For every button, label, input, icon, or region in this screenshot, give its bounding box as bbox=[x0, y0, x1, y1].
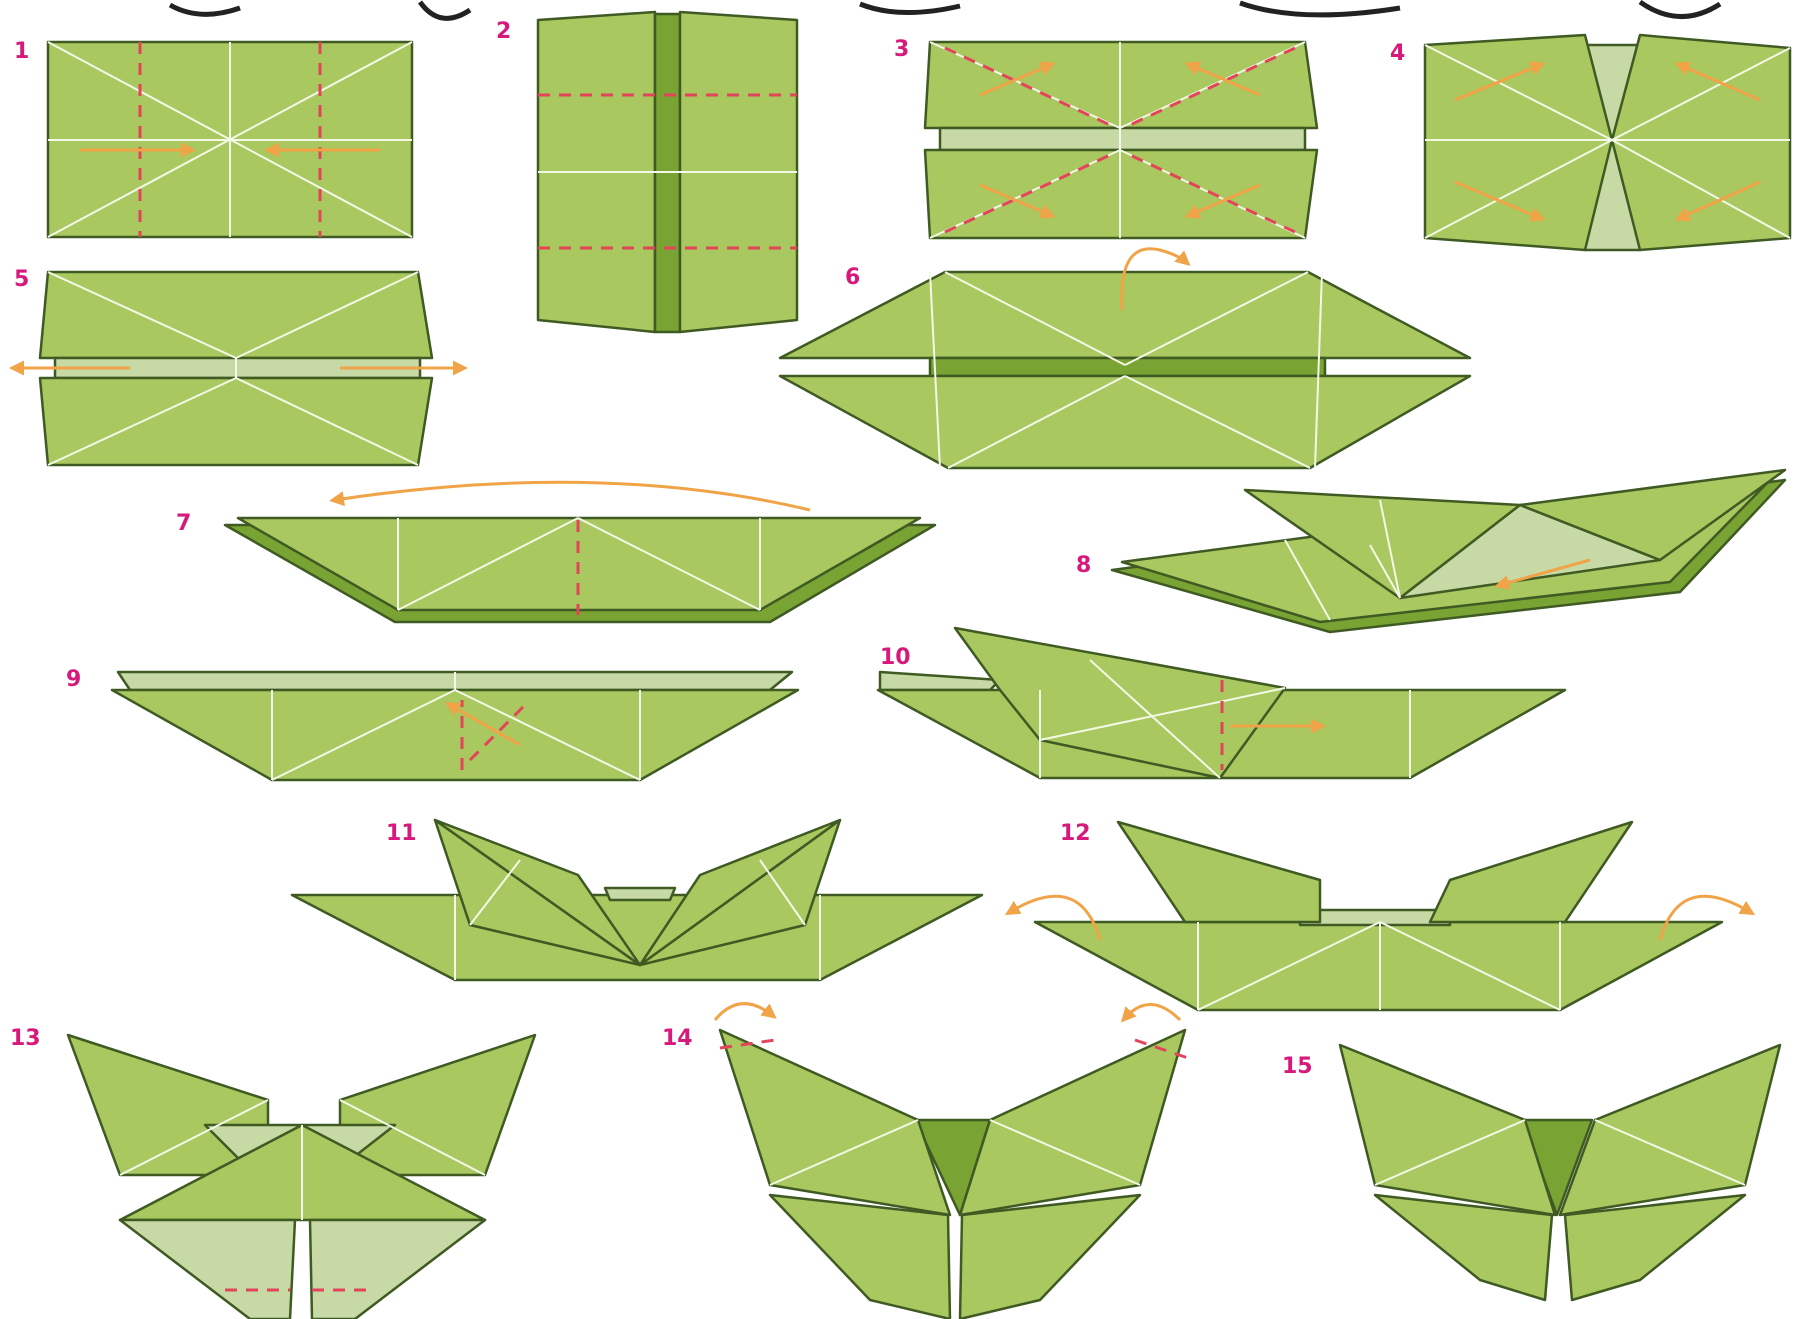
title-handwriting bbox=[170, 2, 1720, 18]
step-10: 10 bbox=[878, 628, 1565, 778]
step-6: 6 bbox=[780, 249, 1470, 468]
step-4: 4 bbox=[1390, 35, 1790, 250]
step-5: 5 bbox=[14, 267, 462, 465]
step-9: 9 bbox=[66, 667, 798, 780]
step-3: 3 bbox=[894, 37, 1317, 238]
step-8: 8 bbox=[1076, 470, 1785, 632]
step-number: 11 bbox=[386, 821, 417, 846]
step-number: 6 bbox=[845, 265, 860, 290]
step-number: 13 bbox=[10, 1026, 41, 1051]
step-number: 3 bbox=[894, 37, 909, 62]
step-number: 2 bbox=[496, 19, 511, 44]
step-13: 13 bbox=[10, 1026, 535, 1319]
step-number: 5 bbox=[14, 267, 29, 292]
step-number: 9 bbox=[66, 667, 81, 692]
step-number: 1 bbox=[14, 39, 29, 64]
step-number: 12 bbox=[1060, 821, 1091, 846]
step-12: 12 bbox=[1010, 821, 1750, 1010]
step-7: 7 bbox=[176, 482, 935, 622]
step-1: 1 bbox=[14, 39, 412, 237]
step-11: 11 bbox=[292, 820, 982, 980]
step-15: 15 bbox=[1282, 1045, 1780, 1300]
step-number: 10 bbox=[880, 645, 911, 670]
step-number: 4 bbox=[1390, 41, 1405, 66]
step-number: 14 bbox=[662, 1026, 693, 1051]
step-14: 14 bbox=[662, 1004, 1188, 1319]
step-2: 2 bbox=[496, 12, 797, 332]
step-number: 7 bbox=[176, 511, 191, 536]
step-number: 15 bbox=[1282, 1054, 1313, 1079]
step-number: 8 bbox=[1076, 553, 1091, 578]
